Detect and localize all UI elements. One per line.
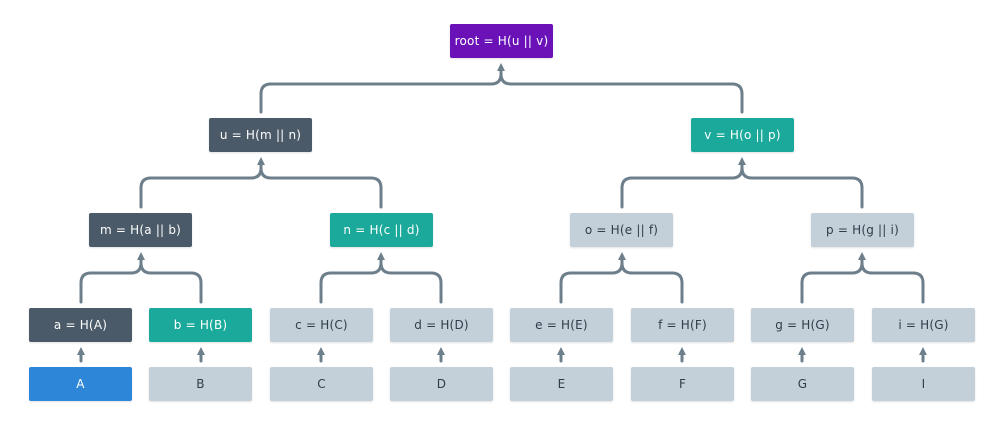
node-p: p = H(g || i) bbox=[811, 213, 914, 247]
connector-g-i-to-p bbox=[800, 256, 925, 304]
connector-u-v-to-root bbox=[259, 67, 744, 114]
connector-m-n-to-u bbox=[139, 161, 383, 209]
leaf-hash-e: e = H(E) bbox=[510, 308, 613, 342]
leaf-hash-d: d = H(D) bbox=[390, 308, 493, 342]
data-block-D: D bbox=[390, 367, 493, 401]
leaf-hash-c: c = H(C) bbox=[270, 308, 373, 342]
connector-a-b-to-m bbox=[79, 256, 203, 304]
data-block-I: I bbox=[872, 367, 975, 401]
data-block-A: A bbox=[29, 367, 132, 401]
node-u: u = H(m || n) bbox=[209, 118, 312, 152]
data-block-E: E bbox=[510, 367, 613, 401]
data-block-F: F bbox=[631, 367, 734, 401]
data-block-B: B bbox=[149, 367, 252, 401]
node-n: n = H(c || d) bbox=[330, 213, 433, 247]
connector-e-f-to-o bbox=[559, 256, 684, 304]
node-m: m = H(a || b) bbox=[89, 213, 192, 247]
leaf-hash-f: f = H(F) bbox=[631, 308, 734, 342]
leaf-hash-g: g = H(G) bbox=[751, 308, 854, 342]
leaf-hash-i: i = H(G) bbox=[872, 308, 975, 342]
connector-o-p-to-v bbox=[620, 161, 864, 209]
root-node: root = H(u || v) bbox=[450, 24, 553, 58]
connector-c-d-to-n bbox=[319, 256, 443, 304]
node-o: o = H(e || f) bbox=[570, 213, 673, 247]
node-v: v = H(o || p) bbox=[691, 118, 794, 152]
data-block-G: G bbox=[751, 367, 854, 401]
leaf-hash-a: a = H(A) bbox=[29, 308, 132, 342]
data-block-C: C bbox=[270, 367, 373, 401]
leaf-hash-b: b = H(B) bbox=[149, 308, 252, 342]
